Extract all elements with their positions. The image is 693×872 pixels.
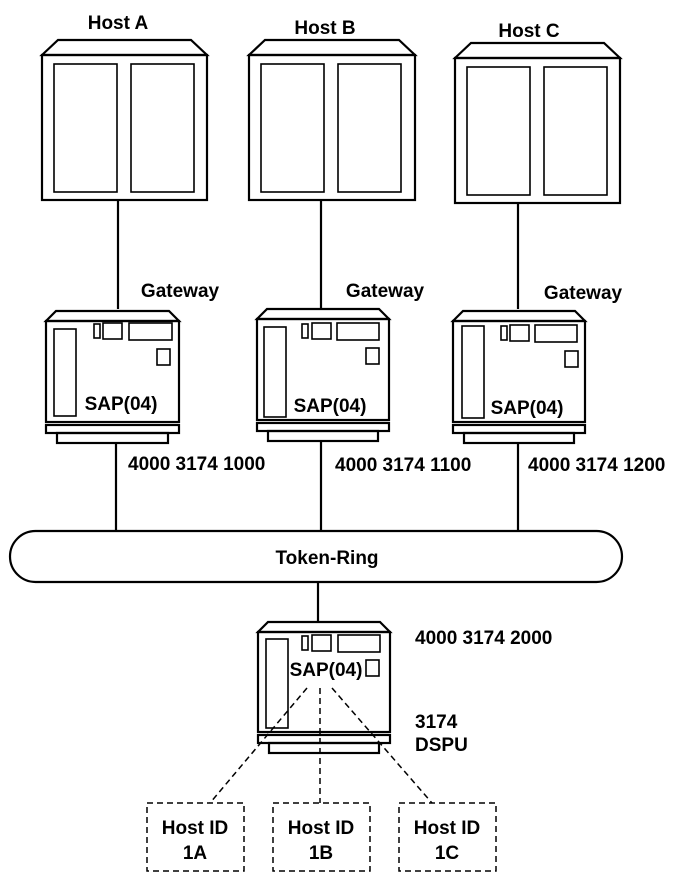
gateway-b-address: 4000 3174 1100	[335, 455, 471, 476]
dspu-sap: SAP(04)	[290, 660, 363, 681]
gateway-a-address: 4000 3174 1000	[128, 454, 265, 475]
dspu-type-line2: DSPU	[415, 735, 468, 756]
host-id-1a: Host ID 1A	[147, 803, 244, 871]
host-id-1a-line2: 1A	[183, 843, 208, 864]
host-b-mainframe-icon	[249, 40, 415, 200]
gateway-c-controller-icon	[453, 311, 585, 443]
host-id-1c-line2: 1C	[435, 843, 460, 864]
host-id-1c-line1: Host ID	[414, 818, 481, 839]
host-c: Host C	[455, 21, 620, 203]
dspu-controller-icon	[258, 622, 390, 753]
gateway-b-sap: SAP(04)	[294, 396, 367, 417]
dspu-address: 4000 3174 2000	[415, 628, 552, 649]
host-b: Host B	[249, 18, 415, 200]
gateway-a-controller-icon	[46, 311, 179, 443]
gateway-b-label: Gateway	[346, 281, 425, 302]
dspu-type-line1: 3174	[415, 712, 458, 733]
gateway-c-sap: SAP(04)	[491, 398, 564, 419]
gateway-b-controller-icon	[257, 309, 389, 441]
gateway-a-sap: SAP(04)	[85, 394, 158, 415]
host-id-1b: Host ID 1B	[273, 803, 370, 871]
host-a-mainframe-icon	[42, 40, 207, 200]
host-id-1a-line1: Host ID	[162, 818, 229, 839]
host-c-label: Host C	[498, 21, 560, 42]
gateway-c-address: 4000 3174 1200	[528, 455, 665, 476]
host-id-1b-line1: Host ID	[288, 818, 355, 839]
host-id-1b-line2: 1B	[309, 843, 333, 864]
host-a: Host A	[42, 13, 207, 200]
host-a-label: Host A	[88, 13, 149, 34]
gateway-c-label: Gateway	[544, 283, 623, 304]
gateway-a-label: Gateway	[141, 281, 220, 302]
host-b-label: Host B	[294, 18, 355, 39]
host-id-1c: Host ID 1C	[399, 803, 496, 871]
token-ring-label: Token-Ring	[275, 548, 378, 569]
host-c-mainframe-icon	[455, 43, 620, 203]
